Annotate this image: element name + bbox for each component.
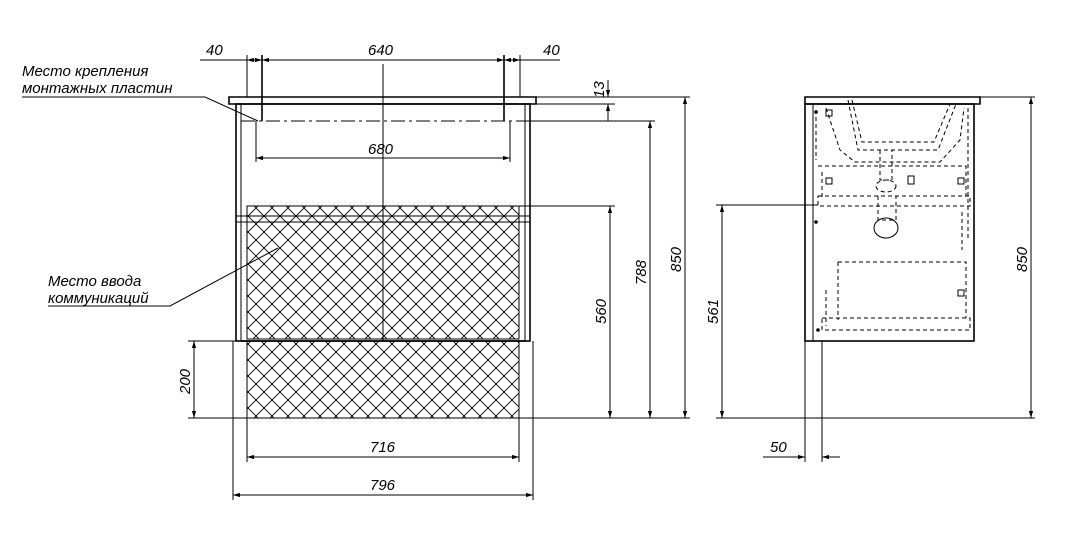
side-view: 561 850 50: [705, 96, 1035, 462]
drawer-upper: [246, 205, 520, 340]
dim-drawer-width: 716: [370, 439, 396, 456]
callout-inlet-line2: коммуникаций: [48, 290, 149, 307]
dim-overall-height: 850: [668, 246, 685, 272]
dim-plate-spacing: 640: [368, 42, 394, 59]
dim-inner-width: 680: [368, 141, 394, 158]
callout-mounting-line2: монтажных пластин: [22, 80, 172, 97]
dim-side-offset-50: 50: [770, 439, 787, 456]
dim-right-offset: 40: [543, 42, 560, 59]
dim-total-width: 796: [370, 477, 396, 494]
plinth: [246, 340, 520, 419]
dim-left-offset: 40: [206, 42, 223, 59]
dim-height-560: 560: [593, 298, 610, 324]
front-view: 40 640 40 680 13 850 788 560 200 716: [22, 42, 690, 500]
dim-top-thickness: 13: [591, 81, 608, 98]
dim-plinth-height: 200: [177, 368, 194, 395]
side-cabinet-body: [804, 103, 975, 342]
dim-side-overall-height: 850: [1014, 246, 1031, 272]
dim-height-788: 788: [633, 259, 650, 285]
callout-mounting-line1: Место крепления: [22, 63, 148, 80]
callout-inlet-line1: Место ввода: [48, 273, 141, 290]
dim-side-height-561: 561: [705, 299, 722, 324]
